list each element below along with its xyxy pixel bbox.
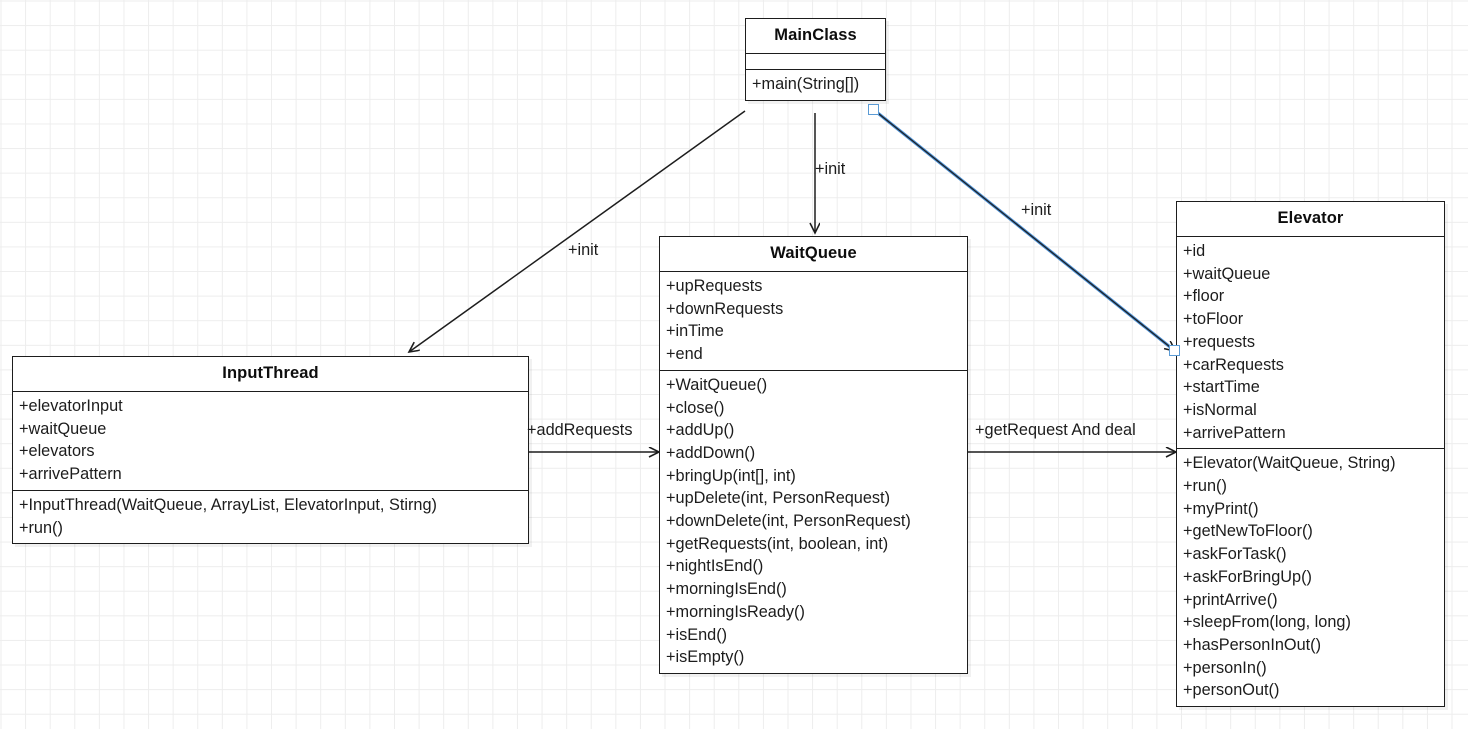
class-member: +upDelete(int, PersonRequest)	[666, 489, 890, 508]
class-member: +askForBringUp()	[1183, 567, 1312, 586]
class-member: +startTime	[1183, 378, 1260, 397]
class-member: +InputThread(WaitQueue, ArrayList, Eleva…	[19, 495, 437, 514]
class-member: +downDelete(int, PersonRequest)	[666, 512, 911, 531]
class-member: +downRequests	[666, 299, 784, 318]
class-member: +arrivePattern	[19, 465, 122, 484]
class-member: +myPrint()	[1183, 499, 1259, 518]
class-member: +run()	[1183, 477, 1227, 496]
class-member: +toFloor	[1183, 310, 1244, 329]
class-member: +isEmpty()	[666, 648, 745, 667]
class-member: +isEnd()	[666, 625, 728, 644]
class-member: +run()	[19, 518, 63, 537]
class-methods-waitqueue: +WaitQueue() +close() +addUp() +addDown(…	[660, 371, 967, 673]
class-title-inputthread: InputThread	[13, 357, 528, 392]
edge-label-wait-queue-to-elevator[interactable]: +getRequest And deal	[975, 421, 1136, 439]
class-member: +main(String[])	[752, 75, 860, 93]
class-member: +elevators	[19, 442, 95, 461]
class-title-mainclass: MainClass	[746, 19, 885, 54]
class-member: +WaitQueue()	[666, 375, 768, 394]
edge-label-main-to-elevator[interactable]: +init	[1021, 201, 1052, 219]
class-member: +addUp()	[666, 421, 735, 440]
class-member: +sleepFrom(long, long)	[1183, 613, 1351, 632]
edge-label-main-to-input-thread[interactable]: +init	[568, 241, 599, 259]
class-member: +addDown()	[666, 443, 756, 462]
edge-label-main-to-wait-queue[interactable]: +init	[815, 160, 846, 178]
class-member: +isNormal	[1183, 400, 1257, 419]
class-member: +getNewToFloor()	[1183, 522, 1313, 541]
uml-class-elevator[interactable]: Elevator +id +waitQueue +floor +toFloor …	[1176, 201, 1445, 708]
uml-class-mainclass[interactable]: MainClass +main(String[])	[745, 18, 886, 101]
class-attributes-mainclass	[746, 54, 885, 70]
class-member: +bringUp(int[], int)	[666, 466, 796, 485]
class-member: +printArrive()	[1183, 590, 1278, 609]
uml-class-inputthread[interactable]: InputThread +elevatorInput +waitQueue +e…	[12, 356, 529, 545]
class-attributes-waitqueue: +upRequests +downRequests +inTime +end	[660, 272, 967, 371]
class-member: +upRequests	[666, 277, 763, 295]
class-member: +floor	[1183, 287, 1225, 306]
edge-endpoint-handle-source[interactable]	[868, 104, 879, 115]
class-member: +morningIsReady()	[666, 602, 805, 621]
class-member: +waitQueue	[1183, 264, 1271, 283]
class-member: +askForTask()	[1183, 545, 1287, 564]
class-member: +elevatorInput	[19, 397, 123, 415]
class-methods-elevator: +Elevator(WaitQueue, String) +run() +myP…	[1177, 449, 1444, 706]
class-member: +Elevator(WaitQueue, String)	[1183, 454, 1396, 473]
class-member: +waitQueue	[19, 419, 107, 438]
edge-label-input-thread-to-wait-queue[interactable]: +addRequests	[527, 421, 633, 439]
class-member: +nightIsEnd()	[666, 557, 764, 576]
class-member: +arrivePattern	[1183, 423, 1286, 442]
class-member: +inTime	[666, 322, 724, 341]
class-member: +end	[666, 345, 703, 364]
class-member: +hasPersonInOut()	[1183, 635, 1322, 654]
class-member: +close()	[666, 398, 725, 417]
class-attributes-inputthread: +elevatorInput +waitQueue +elevators +ar…	[13, 392, 528, 491]
class-member: +carRequests	[1183, 355, 1284, 374]
class-methods-mainclass: +main(String[])	[746, 70, 885, 100]
class-attributes-elevator: +id +waitQueue +floor +toFloor +requests…	[1177, 237, 1444, 450]
class-title-elevator: Elevator	[1177, 202, 1444, 237]
uml-class-waitqueue[interactable]: WaitQueue +upRequests +downRequests +inT…	[659, 236, 968, 674]
class-member: +personOut()	[1183, 681, 1280, 700]
class-methods-inputthread: +InputThread(WaitQueue, ArrayList, Eleva…	[13, 491, 528, 543]
class-member: +id	[1183, 242, 1206, 260]
edge-endpoint-handle-target[interactable]	[1169, 345, 1180, 356]
class-member: +getRequests(int, boolean, int)	[666, 534, 889, 553]
class-member: +personIn()	[1183, 658, 1267, 677]
class-member: +requests	[1183, 332, 1255, 351]
class-title-waitqueue: WaitQueue	[660, 237, 967, 272]
class-member: +morningIsEnd()	[666, 580, 787, 599]
